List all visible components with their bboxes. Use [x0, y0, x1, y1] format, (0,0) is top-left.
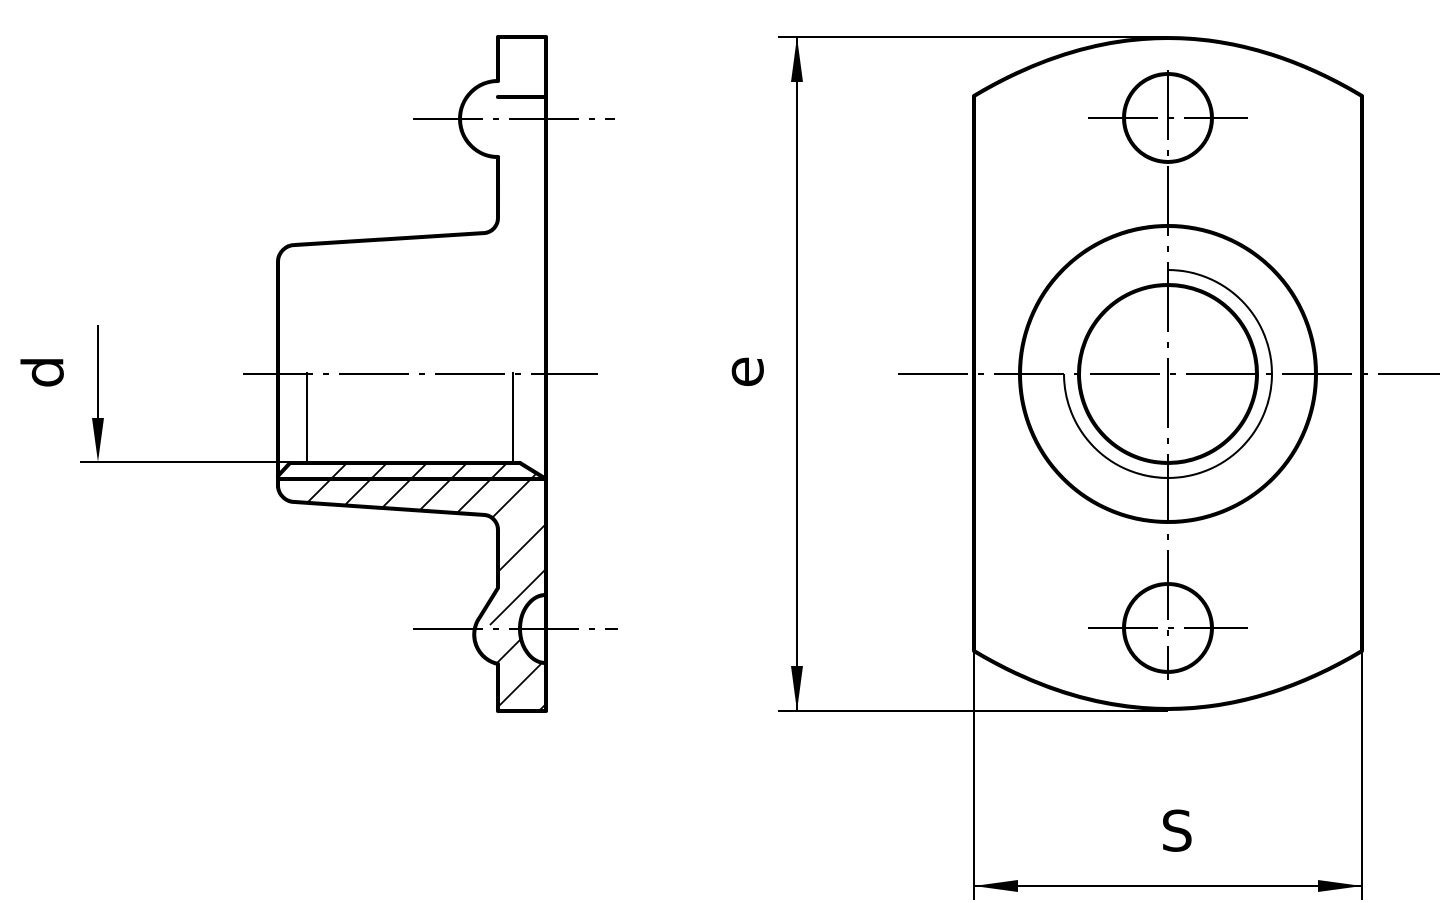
side-section-view [243, 35, 618, 713]
thread-arc [1063, 269, 1273, 479]
dimension-d: d [12, 325, 290, 463]
dimension-e-label: e [712, 355, 777, 389]
dimension-s-label: S [1159, 800, 1195, 865]
front-view [898, 36, 1440, 711]
section-hatching [278, 463, 546, 711]
dimension-d-label: d [12, 354, 77, 390]
dimension-s: S [973, 651, 1363, 900]
part-outline-section [276, 35, 548, 713]
